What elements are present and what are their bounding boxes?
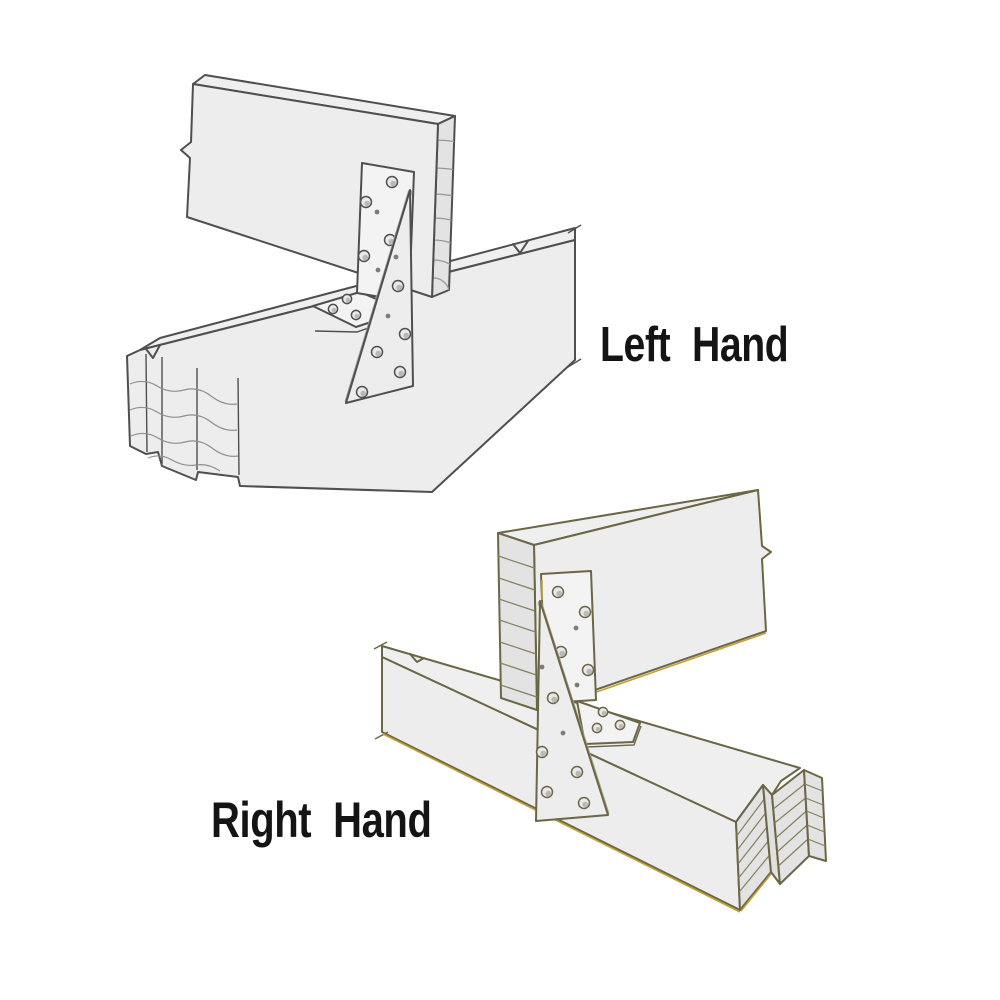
- tie-gusset: [535, 600, 609, 822]
- broken-end-face-3: [803, 769, 827, 862]
- joist-front-face: [126, 239, 576, 493]
- left-hand-label: Left Hand: [600, 318, 789, 372]
- tie-seat-flange: [576, 700, 641, 745]
- hurricane-tie-left: [312, 162, 415, 404]
- end-grain-hatching: [498, 555, 537, 698]
- left-hand-figure: [126, 74, 582, 493]
- tie-gusset: [345, 189, 414, 404]
- right-hand-figure: [373, 489, 827, 913]
- right-hand-label: Right Hand: [211, 792, 432, 848]
- hurricane-tie-right: [535, 570, 642, 822]
